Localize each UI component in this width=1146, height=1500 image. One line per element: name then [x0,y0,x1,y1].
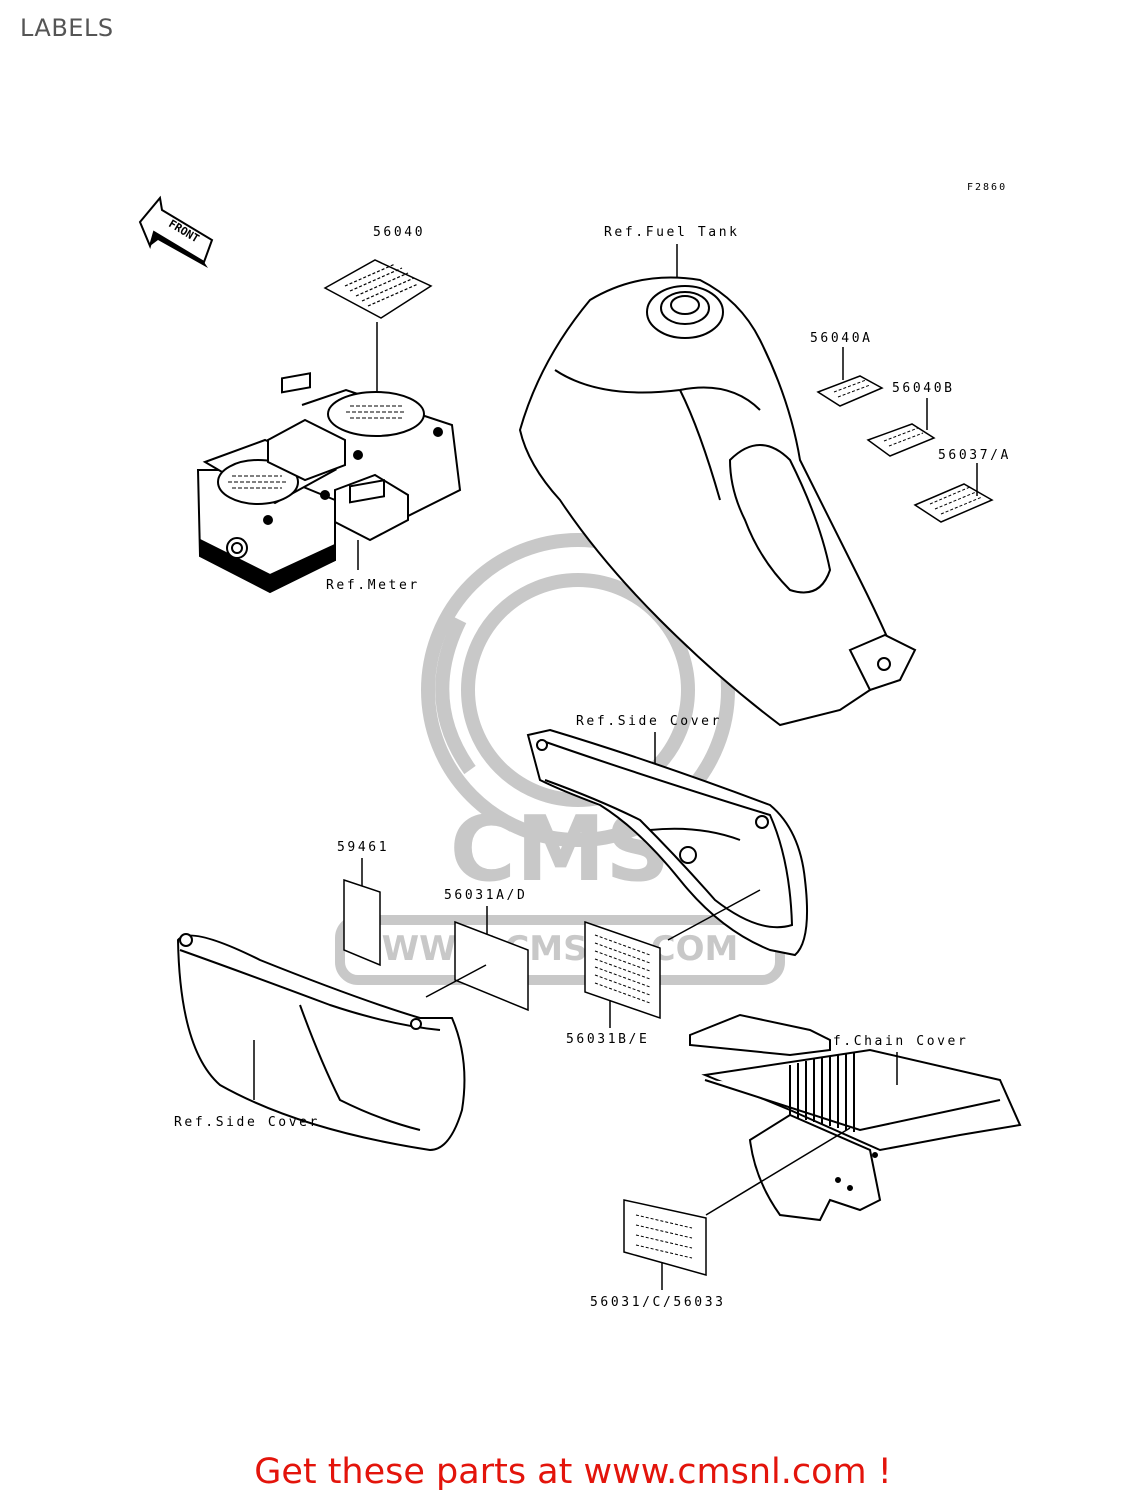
callout-56031ad: 56031A/D [444,888,527,903]
label-56037a-decal [913,463,994,523]
callout-56040b: 56040B [892,381,955,396]
callout-ref-side-cover-left: Ref.Side Cover [174,1115,320,1130]
callout-59461: 59461 [337,840,389,855]
page-title: LABELS [20,14,114,42]
label-56031c-decal [623,1199,707,1290]
callout-56031be: 56031B/E [566,1032,649,1047]
side-cover-right [526,728,808,957]
callout-56031c-56033: 56031/C/56033 [590,1295,726,1310]
side-cover-left [176,933,466,1152]
label-56040-decal [323,259,433,398]
callout-56040a: 56040A [810,331,873,346]
label-56040b-decal [866,398,936,457]
figure-code: F2860 [967,182,1007,193]
label-56031be-decal [584,920,661,1028]
callout-ref-fuel-tank: Ref.Fuel Tank [604,225,740,240]
label-56040a-decal [816,347,884,407]
callout-ref-side-cover-right: Ref.Side Cover [576,714,722,729]
callout-56037a: 56037/A [938,448,1011,463]
front-arrow-icon: FRONT [138,195,214,268]
watermark-url: WWW.CMSNL.COM [382,929,739,969]
callout-56040: 56040 [373,225,425,240]
callout-ref-chain-cover: Ref.Chain Cover [812,1034,968,1049]
footer-link[interactable]: Get these parts at www.cmsnl.com ! [254,1452,892,1492]
meter-assembly [196,372,462,594]
chain-cover [689,1013,1022,1222]
callout-ref-meter: Ref.Meter [326,578,420,593]
label-59461-decal [343,858,381,967]
label-56031ad-decal [425,906,529,1012]
fuel-tank [518,244,917,727]
